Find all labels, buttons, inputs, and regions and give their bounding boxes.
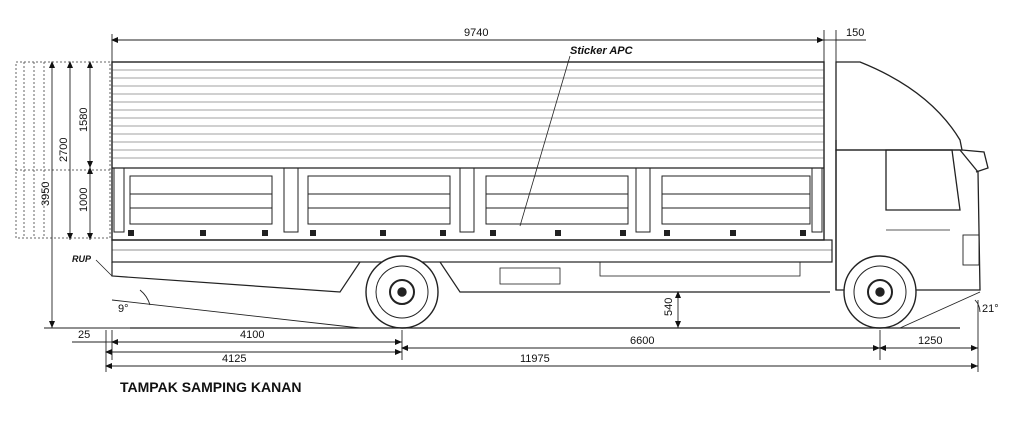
dim-2700-label: 2700 [58, 138, 70, 162]
departure-angle-label: 9° [118, 303, 129, 315]
sticker-leader-line [519, 55, 571, 227]
dim-25-label: 25 [78, 329, 90, 341]
cab [835, 61, 989, 291]
dim-1000-label: 1000 [78, 188, 90, 212]
dim-9740-label: 9740 [464, 27, 488, 39]
side-panels [129, 175, 811, 225]
dim-box-length [111, 30, 825, 62]
dim-540-label: 540 [663, 298, 675, 316]
cargo-box [111, 61, 825, 241]
front-wheel [843, 255, 917, 329]
latch-marks [128, 230, 806, 236]
rear-wheel [365, 255, 439, 329]
dim-150-label: 150 [846, 27, 864, 39]
dim-4100-label: 4100 [240, 329, 264, 341]
dim-bottom-lines [72, 300, 979, 372]
panel-posts [113, 167, 823, 233]
rup-label: RUP [72, 254, 92, 264]
box-corrugated-lines [112, 69, 824, 159]
chassis-frame [111, 239, 833, 293]
dim-vertical-group [44, 61, 130, 329]
dim-11975-label: 11975 [520, 353, 550, 365]
departure-angle-marker [111, 289, 361, 329]
rear-door-open-outline [15, 61, 111, 239]
dim-4125-label: 4125 [222, 353, 246, 365]
drawing-title: TAMPAK SAMPING KANAN [120, 379, 301, 395]
dim-1250-label: 1250 [918, 335, 942, 347]
dim-cab-offset [824, 30, 866, 62]
dim-6600-label: 6600 [630, 335, 654, 347]
dim-3950-label: 3950 [40, 182, 52, 206]
approach-angle-marker [899, 291, 981, 329]
sticker-apc-label: Sticker APC [570, 45, 634, 57]
dim-1580-label: 1580 [78, 108, 90, 132]
approach-angle-label: 21° [982, 303, 999, 315]
